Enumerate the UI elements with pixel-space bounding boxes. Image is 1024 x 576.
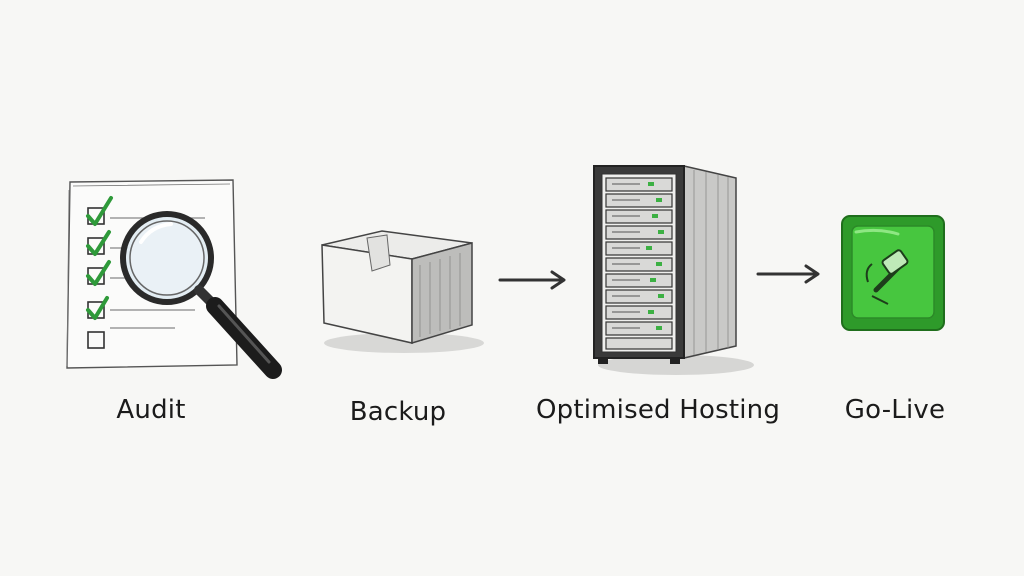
power-switch-icon (841, 215, 945, 331)
arrow-right-icon (756, 264, 820, 284)
step-label-audit: Audit (116, 395, 186, 425)
server-rack-icon (593, 165, 754, 375)
box-icon (321, 230, 484, 353)
step-label-optimised-hosting: Optimised Hosting (535, 395, 781, 425)
step-label-go-live: Go-Live (844, 395, 946, 425)
arrow-right-icon (498, 270, 566, 290)
checklist-magnifier-icon (66, 179, 282, 379)
step-label-backup: Backup (349, 397, 447, 427)
